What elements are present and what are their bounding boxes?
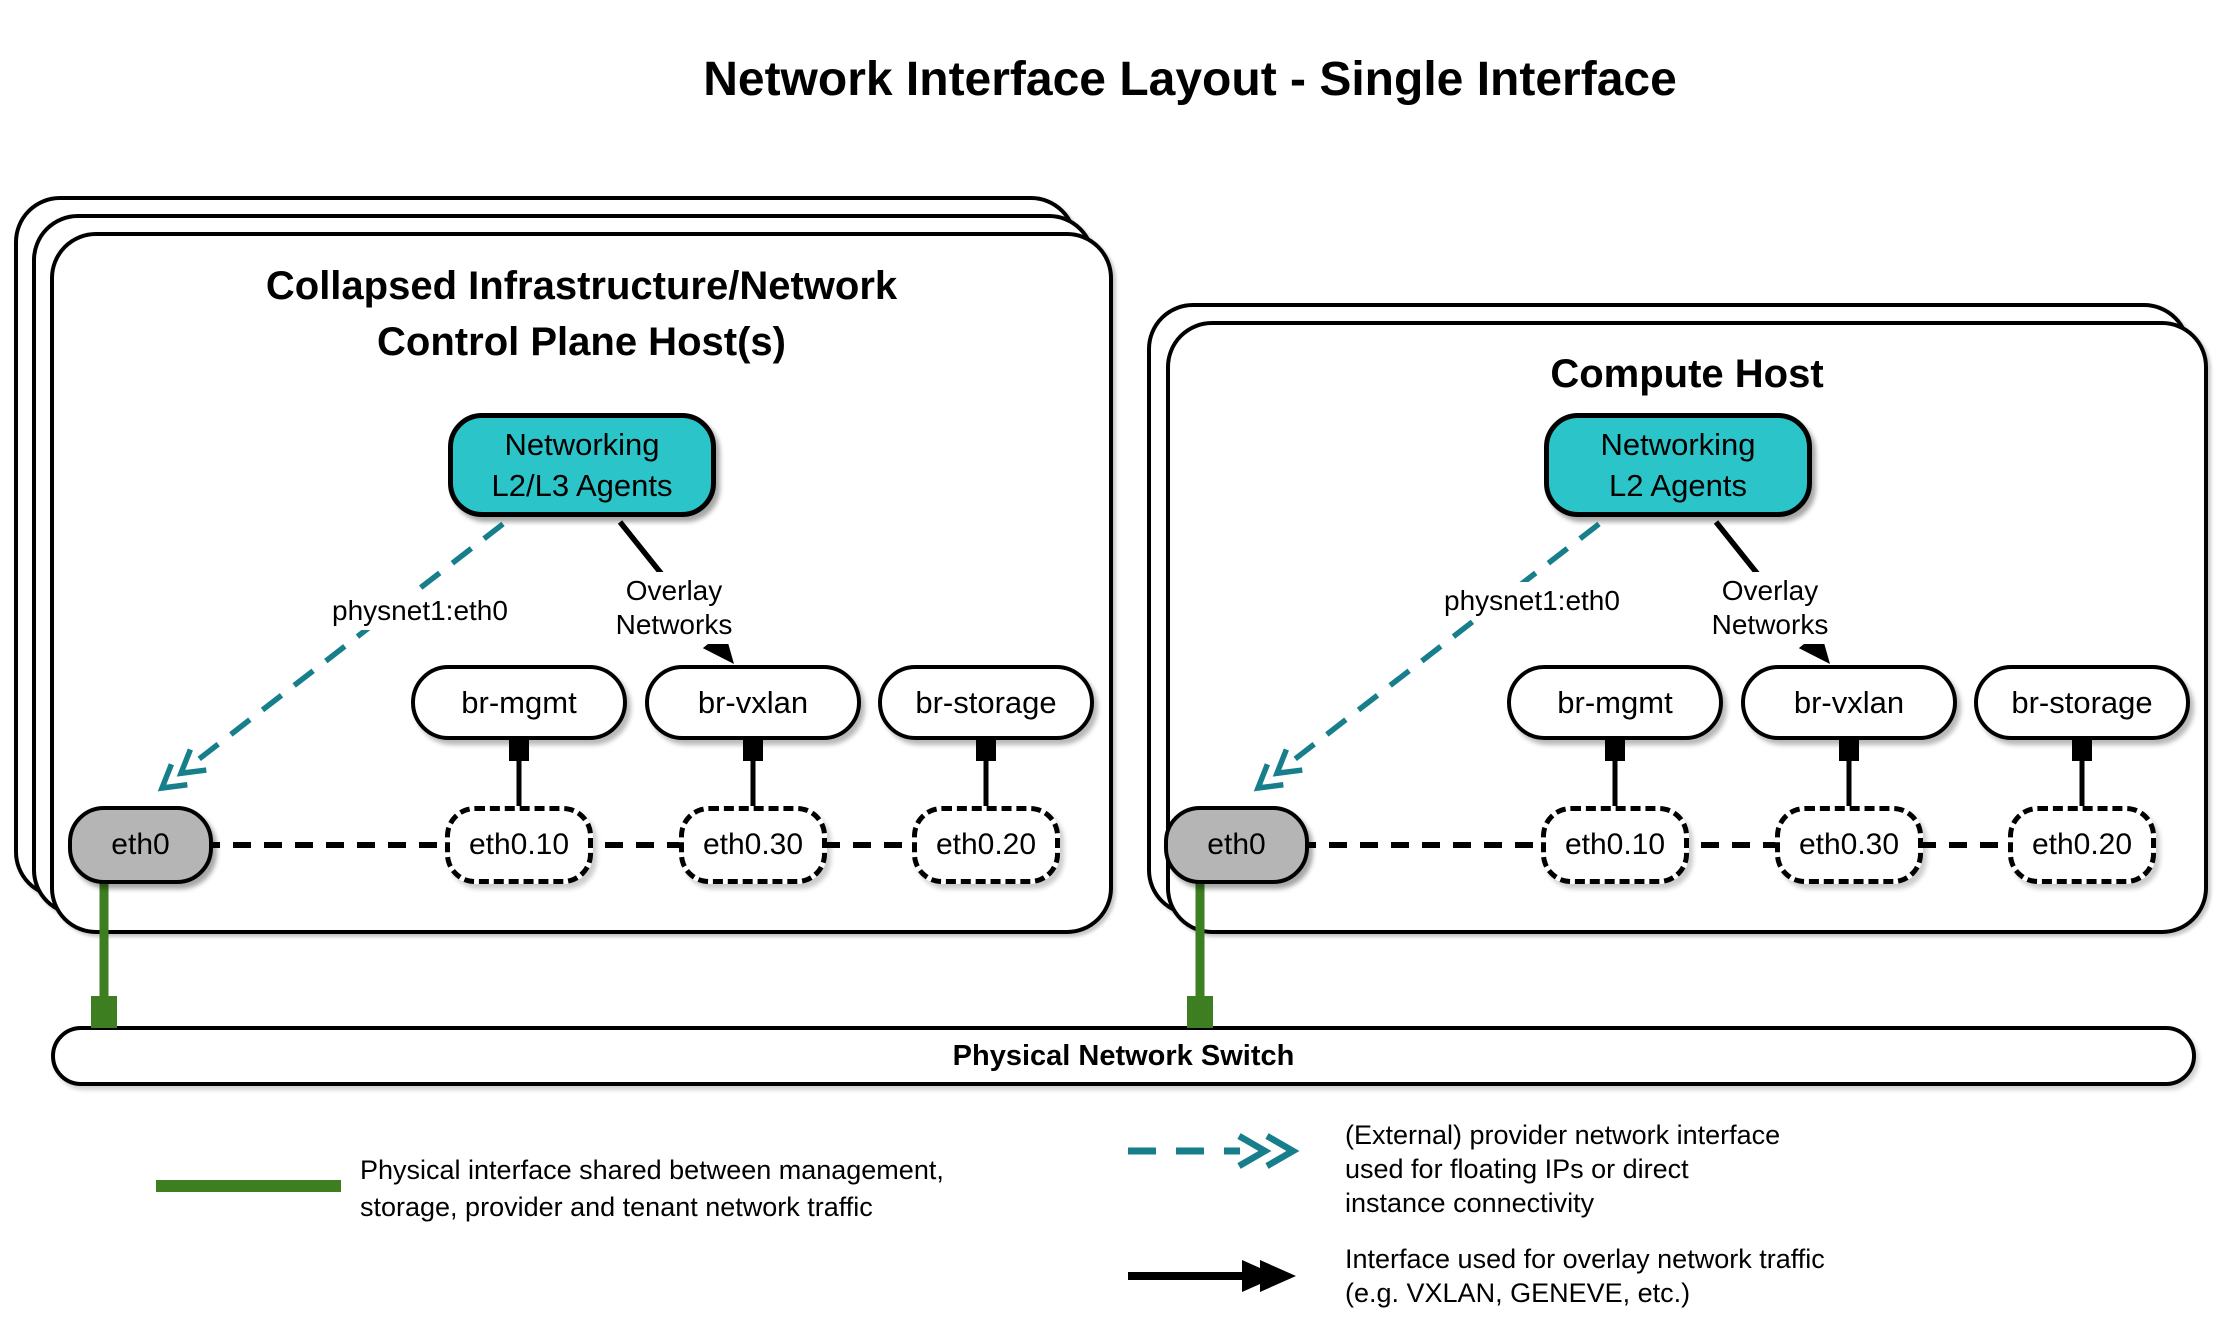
control-agent-line2: L2/L3 Agents xyxy=(491,468,673,503)
control-provider-edge-label: physnet1:eth0 xyxy=(325,592,515,630)
physical-network-switch-label: Physical Network Switch xyxy=(952,1039,1295,1072)
compute-bridge-br-vxlan: br-vxlan xyxy=(1741,665,1957,740)
compute-networking-agents-node: Networking L2 Agents xyxy=(1544,413,1812,517)
legend-provider-text: (External) provider network interface us… xyxy=(1345,1118,1780,1220)
legend-provider-line3: instance connectivity xyxy=(1345,1188,1595,1218)
control-vlan-eth0-10: eth0.10 xyxy=(445,806,593,884)
control-networking-agents-node: Networking L2/L3 Agents xyxy=(448,413,716,517)
control-agent-line1: Networking xyxy=(504,427,660,462)
control-bridge-br-vxlan: br-vxlan xyxy=(645,665,861,740)
compute-host-title: Compute Host xyxy=(1166,346,2208,402)
legend-physical-line-icon xyxy=(156,1180,341,1192)
compute-vlan-eth0-20: eth0.20 xyxy=(2008,806,2156,884)
compute-bridge-br-mgmt: br-mgmt xyxy=(1507,665,1723,740)
legend-overlay-text: Interface used for overlay network traff… xyxy=(1345,1242,1825,1310)
physical-network-switch: Physical Network Switch xyxy=(51,1026,2196,1086)
control-overlay-edge-label: Overlay Networks xyxy=(566,572,782,644)
compute-host-title-line1: Compute Host xyxy=(1550,352,1824,396)
control-host-title: Collapsed Infrastructure/Network Control… xyxy=(50,258,1113,370)
control-host-title-line2: Control Plane Host(s) xyxy=(377,320,786,364)
legend-provider-arrow-icon xyxy=(1128,1133,1300,1169)
compute-bridge-br-storage: br-storage xyxy=(1974,665,2190,740)
legend-physical-text: Physical interface shared between manage… xyxy=(360,1152,944,1226)
compute-overlay-edge-label: Overlay Networks xyxy=(1662,572,1878,644)
compute-vlan-eth0-10: eth0.10 xyxy=(1541,806,1689,884)
page-title: Network Interface Layout - Single Interf… xyxy=(703,53,1677,106)
control-vlan-eth0-30: eth0.30 xyxy=(679,806,827,884)
control-bridge-br-mgmt: br-mgmt xyxy=(411,665,627,740)
legend-physical-line1: Physical interface shared between manage… xyxy=(360,1155,944,1185)
legend-provider-line1: (External) provider network interface xyxy=(1345,1120,1781,1150)
legend-overlay-arrow-icon xyxy=(1128,1260,1296,1292)
compute-agent-line1: Networking xyxy=(1600,427,1756,462)
legend-provider-line2: used for floating IPs or direct xyxy=(1345,1154,1689,1184)
legend-overlay-line1: Interface used for overlay network traff… xyxy=(1345,1244,1825,1274)
compute-agent-line2: L2 Agents xyxy=(1609,468,1747,503)
compute-nic-eth0: eth0 xyxy=(1164,806,1309,884)
control-nic-eth0: eth0 xyxy=(68,806,213,884)
compute-provider-edge-label: physnet1:eth0 xyxy=(1437,582,1627,620)
legend-physical-line2: storage, provider and tenant network tra… xyxy=(360,1192,873,1222)
control-vlan-eth0-20: eth0.20 xyxy=(912,806,1060,884)
legend-overlay-line2: (e.g. VXLAN, GENEVE, etc.) xyxy=(1345,1278,1691,1308)
control-host-title-line1: Collapsed Infrastructure/Network xyxy=(265,264,898,308)
compute-vlan-eth0-30: eth0.30 xyxy=(1775,806,1923,884)
control-bridge-br-storage: br-storage xyxy=(878,665,1094,740)
